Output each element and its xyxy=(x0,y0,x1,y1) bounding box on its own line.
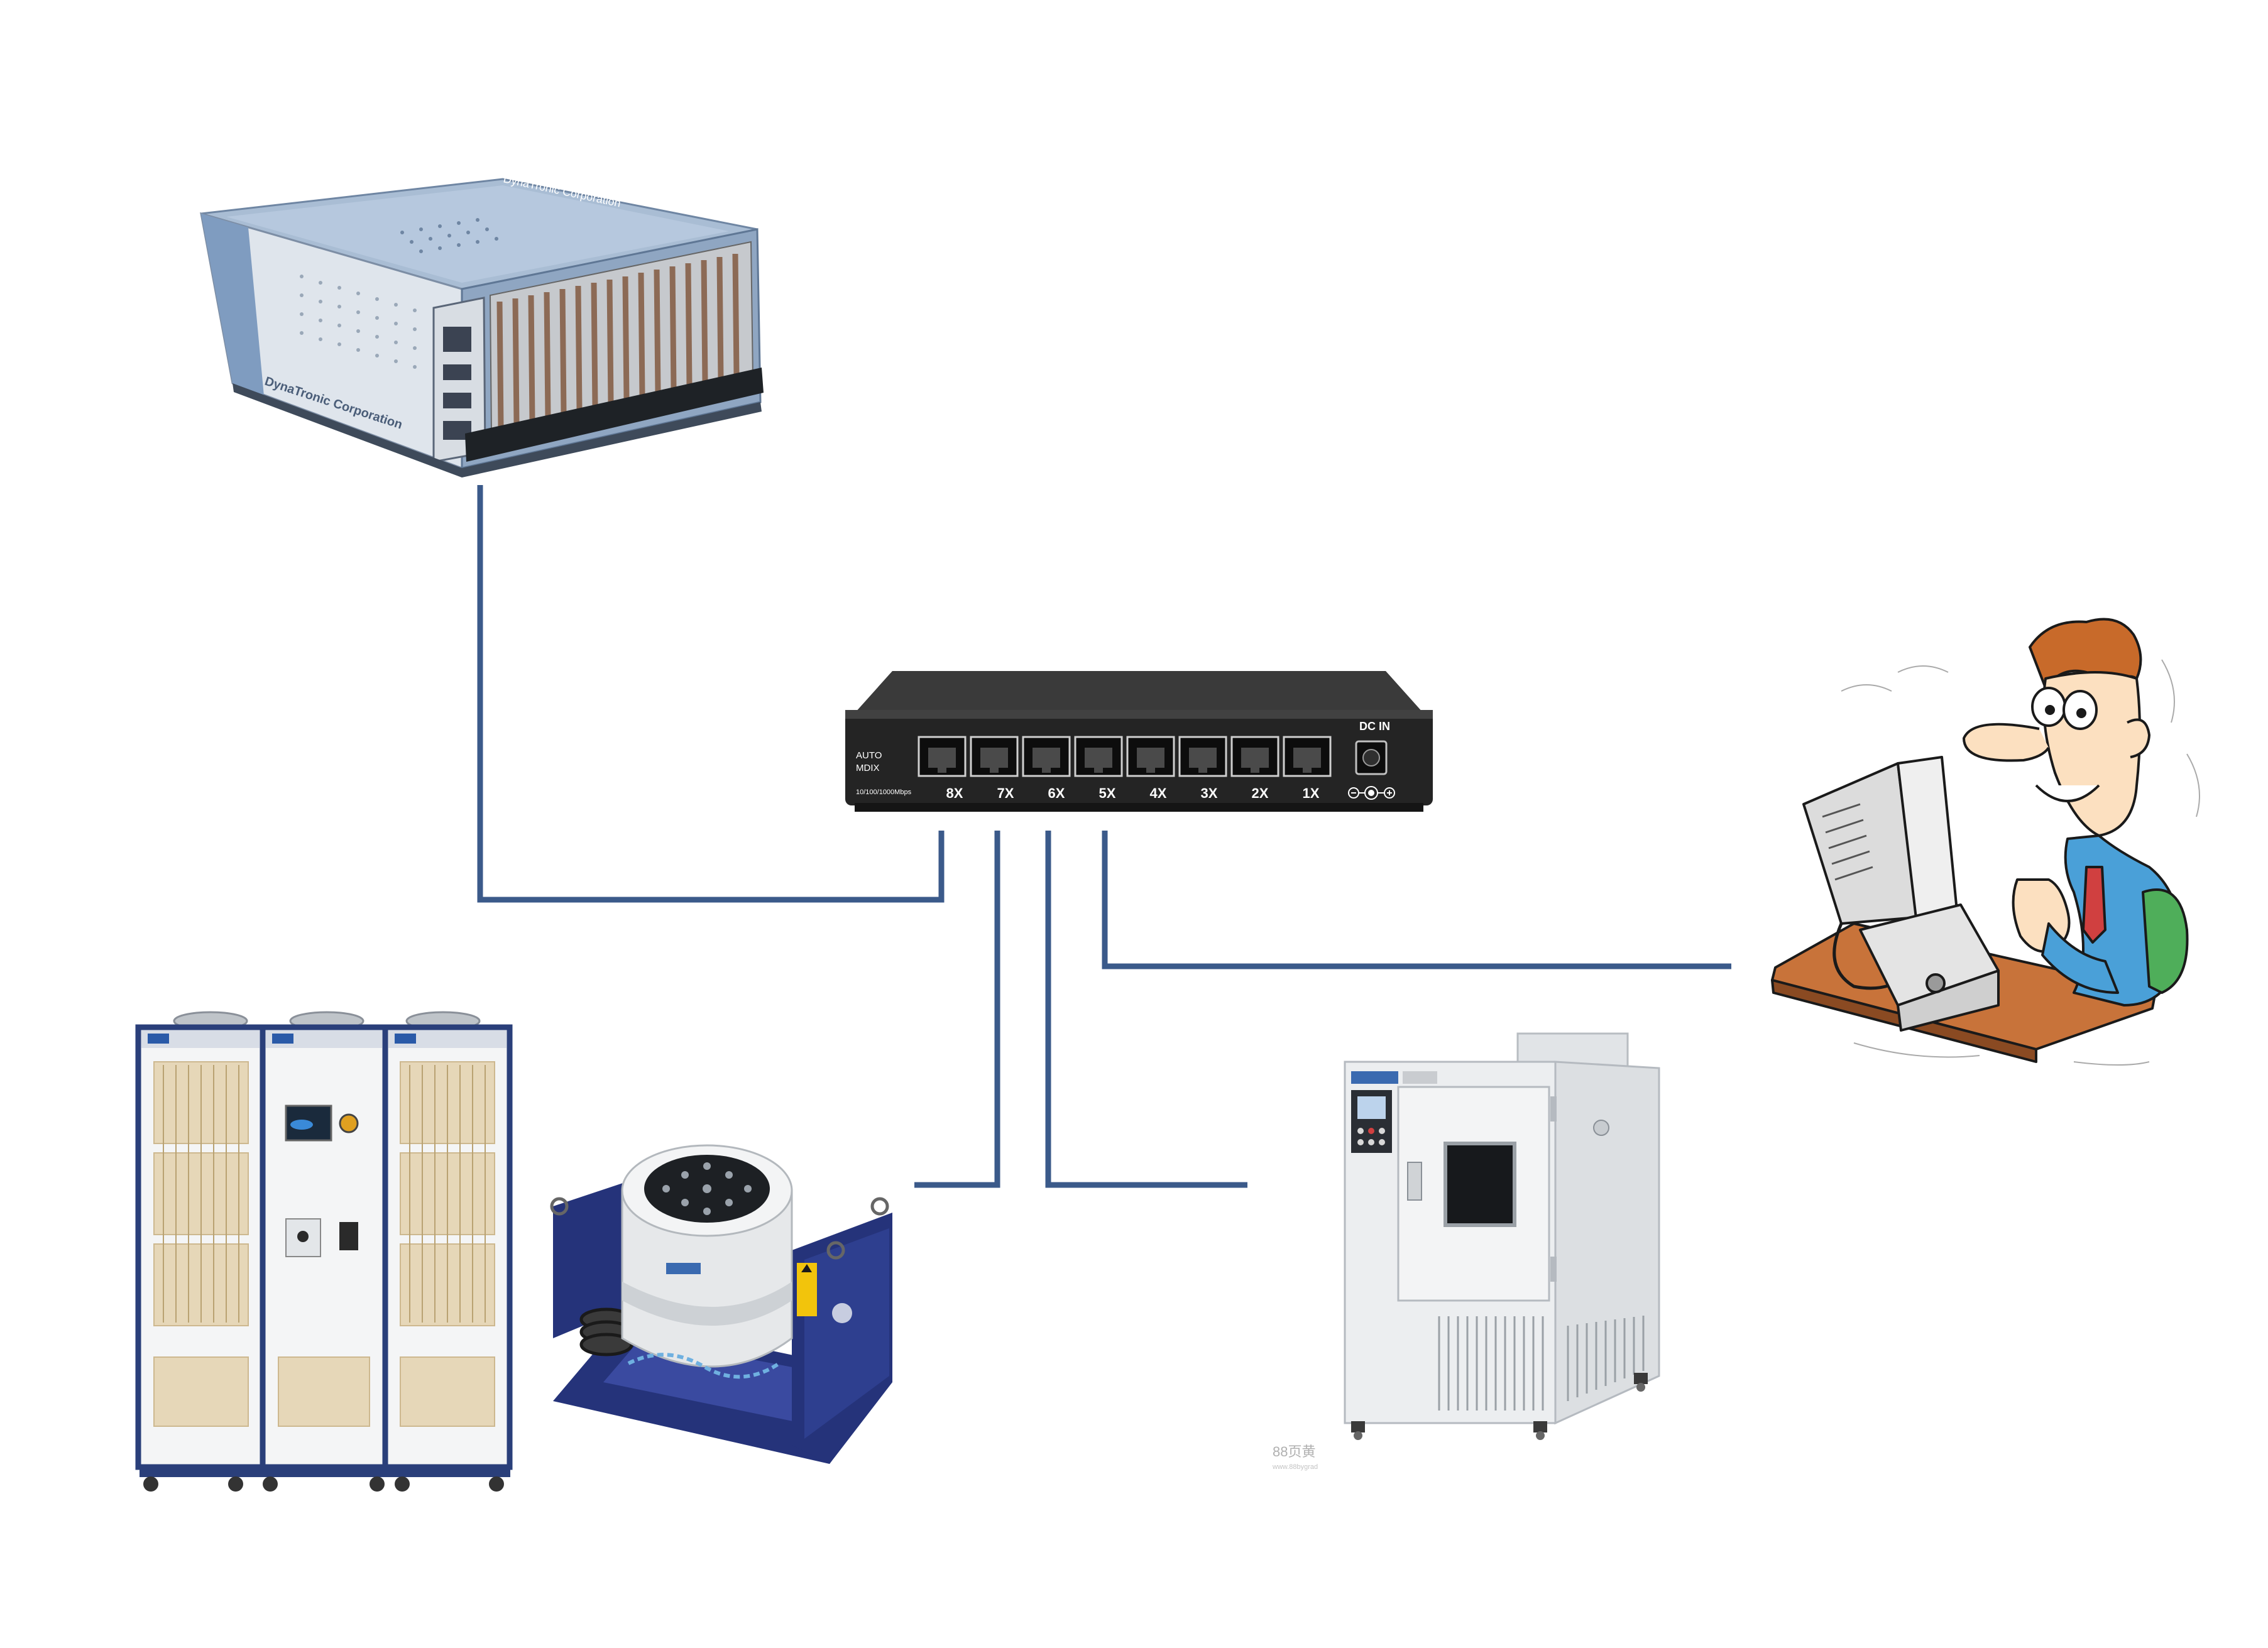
rack-logo-icon xyxy=(395,1034,416,1044)
port-label-6: 6X xyxy=(1048,785,1065,801)
rack-casters xyxy=(140,1467,510,1492)
chamber-door-hinge xyxy=(1550,1096,1557,1121)
shaker-logo-icon xyxy=(666,1263,701,1274)
watermark-subtext: www.88bygrad xyxy=(1272,1463,1318,1471)
rack-knob-icon xyxy=(297,1231,309,1242)
shaker-air-hose xyxy=(627,1353,781,1379)
operator-ear xyxy=(2127,718,2150,758)
connection-lines xyxy=(477,485,1731,1188)
daq-side-vents xyxy=(300,275,417,369)
data-acquisition-unit-icon: DynaTronic Corporation DynaTronic Corpor… xyxy=(200,172,764,477)
chamber-door-handle xyxy=(1407,1162,1422,1201)
rack-display-glow xyxy=(290,1120,313,1130)
link-daq-to-switch xyxy=(477,485,945,903)
port-label-8: 8X xyxy=(946,785,963,801)
port-label-7: 7X xyxy=(997,785,1014,801)
switch-port-6 xyxy=(1022,736,1071,777)
switch-port-7 xyxy=(970,736,1019,777)
link-chamber-to-switch xyxy=(1045,831,1247,1188)
chamber-window xyxy=(1444,1142,1516,1227)
operator-wobble-lines xyxy=(1841,659,2200,1066)
dc-polarity-icon xyxy=(1348,786,1395,800)
port-label-5: 5X xyxy=(1099,785,1116,801)
computer-fan-icon xyxy=(1926,973,1946,993)
shaker-frame-front-face xyxy=(804,1228,889,1439)
monitor-vents xyxy=(1822,803,1873,881)
climate-chamber-icon xyxy=(1344,1032,1660,1440)
switch-auto-label: AUTO xyxy=(856,750,882,761)
rack-vent-lines xyxy=(163,1065,486,1323)
daq-controller-port xyxy=(443,327,471,352)
rack-breaker xyxy=(339,1222,358,1250)
daq-left-blue-band xyxy=(201,214,264,396)
power-amplifier-rack-icon xyxy=(135,1011,513,1492)
switch-port-1 xyxy=(1283,736,1332,777)
operator-tie xyxy=(2082,866,2106,944)
shaker-body-band xyxy=(622,1282,792,1326)
watermark-text: 88页黄 xyxy=(1273,1444,1315,1460)
operator-hair xyxy=(2029,618,2142,689)
switch-port-5 xyxy=(1074,736,1123,777)
shaker-trunnion-icon xyxy=(832,1303,852,1323)
switch-dc-label: DC IN xyxy=(1359,720,1390,733)
link-shaker-to-switch xyxy=(914,831,1000,1188)
switch-bottom xyxy=(855,803,1423,812)
shaker-warning-icon xyxy=(801,1264,812,1272)
switch-top xyxy=(855,671,1423,713)
shaker-body xyxy=(621,1189,793,1368)
daq-base-rail xyxy=(465,368,764,462)
switch-mdix-label: MDIX xyxy=(856,763,880,773)
computer-case-front xyxy=(1897,969,2000,1032)
switch-front-shade xyxy=(845,710,1433,719)
port-label-4: 4X xyxy=(1150,785,1167,801)
shaker-table-holes xyxy=(662,1162,752,1215)
chamber-touchscreen xyxy=(1357,1096,1386,1119)
switch-port-4 xyxy=(1126,736,1175,777)
link-operator-to-switch xyxy=(1102,831,1731,969)
switch-port-3 xyxy=(1178,736,1227,777)
chamber-vents xyxy=(1438,1316,1645,1411)
port-label-1: 1X xyxy=(1303,785,1320,801)
chamber-casters xyxy=(1351,1373,1648,1440)
vibration-shaker-icon xyxy=(550,1144,892,1464)
shaker-frame-back xyxy=(553,1181,628,1338)
shaker-lift-eyes xyxy=(550,1197,889,1260)
operator-at-computer-icon xyxy=(1771,618,2200,1066)
daq-bottom xyxy=(233,383,762,477)
ethernet-switch-icon: AUTO MDIX 10/100/1000Mbps DC IN 8X 7X 6X… xyxy=(845,671,1433,812)
rack-logo-icon xyxy=(272,1034,293,1044)
chamber-panel-buttons xyxy=(1357,1128,1385,1145)
operator-eye xyxy=(2045,705,2055,715)
daq-controller-port xyxy=(443,393,471,408)
dc-jack-hole xyxy=(1362,749,1380,767)
operator-arm xyxy=(2041,922,2119,994)
daq-controller-port xyxy=(443,364,471,380)
chamber-door-hinge xyxy=(1550,1257,1557,1282)
daq-top-vents xyxy=(400,218,498,253)
operator-smile xyxy=(2035,784,2100,802)
port-label-2: 2X xyxy=(1252,785,1269,801)
switch-port-8 xyxy=(918,736,967,777)
chamber-nameplate xyxy=(1351,1071,1398,1084)
switch-speed-label: 10/100/1000Mbps xyxy=(856,789,912,796)
daq-top-sheen xyxy=(226,185,729,283)
switch-port-2 xyxy=(1230,736,1279,777)
switch-port-labels: 8X 7X 6X 5X 4X 3X 2X 1X xyxy=(946,785,1320,801)
chair-back xyxy=(2142,888,2189,994)
port-label-3: 3X xyxy=(1201,785,1218,801)
chamber-label-plate xyxy=(1403,1071,1437,1084)
rack-emergency-stop-icon xyxy=(339,1113,359,1133)
operator-eye xyxy=(2076,708,2086,718)
switch-ports xyxy=(918,736,1332,777)
rack-logo-icon xyxy=(148,1034,169,1044)
operator-nose xyxy=(1963,723,2050,762)
chamber-cable-port-icon xyxy=(1593,1120,1609,1136)
